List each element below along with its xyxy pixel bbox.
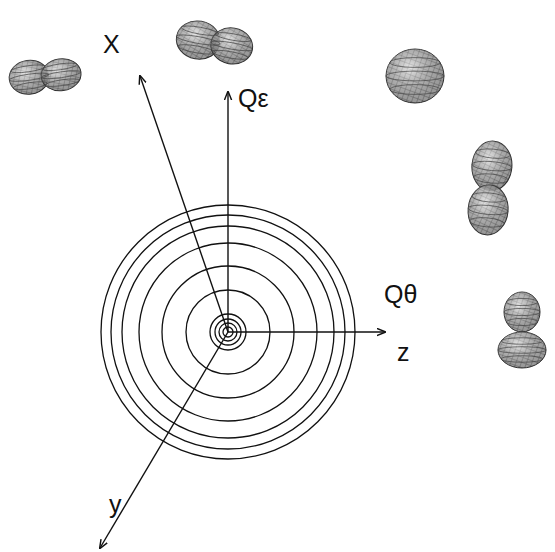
orbital-shapes: [7, 18, 546, 368]
mesh-lobe: [498, 332, 546, 368]
mesh-line: [45, 77, 80, 88]
lobe-shading: [504, 292, 540, 332]
lobe-shading: [466, 183, 510, 236]
lobe-shading: [470, 139, 514, 192]
mesh-lobe: [39, 56, 83, 93]
x-axis: [140, 76, 228, 332]
mesh-lobe: [7, 58, 51, 97]
mesh-lobe: [466, 183, 510, 236]
mesh-lobe: [470, 139, 514, 192]
mesh-line: [210, 39, 252, 53]
mesh-line: [176, 33, 221, 47]
lobe-shading: [39, 56, 83, 93]
lobe-shading: [498, 332, 546, 368]
mesh-line: [504, 308, 540, 315]
q-theta-axis: [228, 331, 385, 332]
mesh-line: [475, 148, 510, 160]
mesh-line: [498, 347, 546, 353]
mesh-line: [506, 298, 537, 305]
mesh-line: [473, 173, 508, 185]
mesh-line: [472, 191, 507, 203]
axis-label: Qθ: [384, 282, 417, 307]
mesh-line: [386, 71, 444, 81]
axis-label: Qε: [238, 86, 269, 111]
orbital-surface: [7, 53, 83, 98]
lobe-shading: [7, 58, 51, 97]
mesh-line: [468, 204, 509, 216]
y-axis: [100, 332, 228, 548]
mesh-line: [9, 71, 49, 83]
axis-label: z: [397, 340, 410, 365]
mesh-lobe: [386, 49, 444, 103]
mesh-line: [501, 356, 543, 362]
mesh-line: [10, 63, 45, 74]
axes: [100, 76, 385, 548]
mesh-line: [212, 48, 249, 61]
axis-label: X: [103, 32, 120, 57]
mesh-line: [472, 160, 513, 172]
orbital-surface: [498, 292, 546, 368]
q-epsilon-axis: [227, 92, 228, 332]
mesh-line: [469, 216, 504, 228]
mesh-line: [506, 318, 537, 325]
mesh-line: [13, 80, 48, 91]
lobe-shading: [386, 49, 444, 103]
mesh-line: [177, 43, 216, 56]
mesh-lobe: [504, 292, 540, 332]
orbital-surface: [466, 139, 514, 236]
mesh-line: [390, 85, 440, 95]
axis-label: y: [109, 492, 122, 517]
mesh-line: [390, 58, 440, 68]
orbital-surface: [386, 49, 444, 103]
orbital-surface: [173, 18, 255, 69]
mesh-line: [501, 338, 543, 344]
